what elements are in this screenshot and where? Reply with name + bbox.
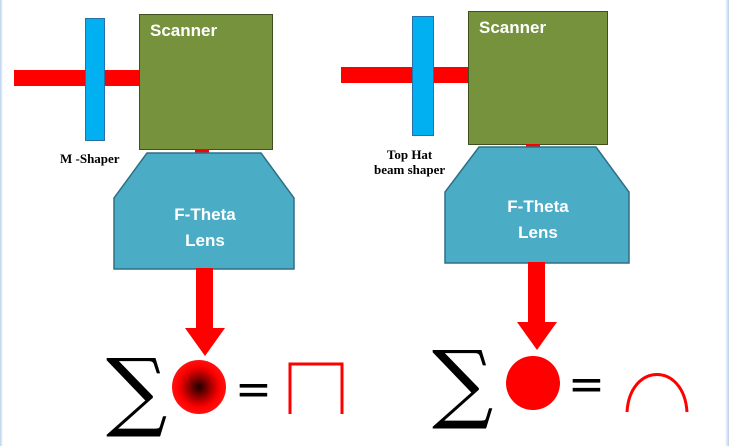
left-scanner: Scanner	[139, 14, 273, 150]
right-parabolic-profile	[625, 373, 689, 413]
right-solid-spot	[506, 356, 560, 410]
right-output-arrow	[517, 262, 557, 350]
right-lens-label-line1: F-Theta	[507, 197, 569, 216]
right-input-beam	[341, 67, 471, 83]
right-shaper-label-line2: beam shaper	[374, 162, 446, 177]
left-lens-label-line1: F-Theta	[174, 205, 236, 224]
left-scanner-to-lens-beam	[195, 149, 209, 155]
left-m-shaper	[85, 18, 105, 141]
right-shaper-label-line1: Top Hat	[386, 147, 433, 162]
left-gradient-spot	[172, 360, 226, 414]
right-sum-symbol: ∑	[432, 333, 494, 433]
right-scanner: Scanner	[468, 11, 608, 145]
right-shaper-label: Top Hat beam shaper	[374, 147, 445, 177]
right-frame-edge	[725, 0, 729, 446]
left-lens-label-line2: Lens	[185, 231, 225, 250]
left-shaper-label: M -Shaper	[60, 151, 120, 166]
left-lens-label: F-Theta Lens	[150, 202, 260, 254]
left-frame-edge	[0, 0, 3, 446]
left-equals-sign: =	[235, 364, 272, 415]
left-sum-symbol: ∑	[106, 341, 168, 441]
right-equals-sign: =	[568, 359, 605, 410]
right-lens-label-line2: Lens	[518, 223, 558, 242]
left-scanner-label: Scanner	[150, 21, 218, 40]
left-flat-top-profile	[288, 362, 344, 414]
right-lens-label: F-Theta Lens	[483, 194, 593, 246]
right-f-theta-lens	[444, 146, 630, 264]
right-scanner-label: Scanner	[479, 18, 547, 37]
left-output-arrow	[185, 268, 225, 356]
right-top-hat-shaper	[412, 16, 434, 136]
left-input-beam	[14, 70, 142, 86]
left-f-theta-lens	[113, 152, 295, 270]
